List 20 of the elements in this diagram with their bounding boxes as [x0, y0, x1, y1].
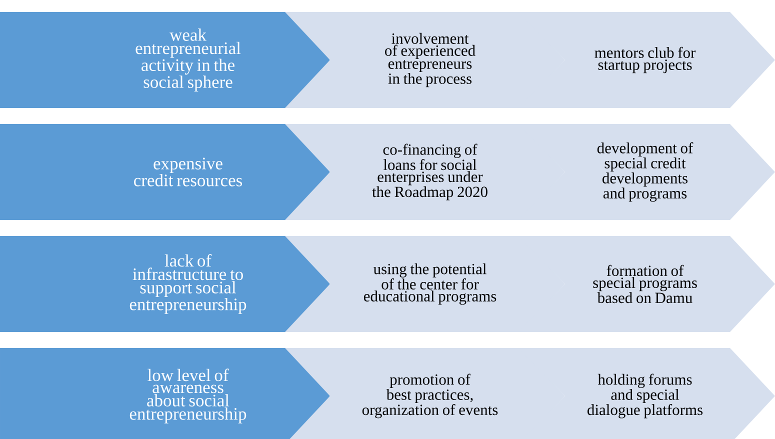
chevron-band: low level of awareness about social entrepreneurship: [0, 348, 330, 439]
node-label: co-financing of loans for social enterprises under the Roadmap 2020: [372, 144, 488, 200]
chevron-band: involvement of experienced entrepreneurs in the process: [285, 12, 565, 108]
chevron-band: formation of special programs based on Damu: [518, 236, 775, 332]
chevron-band: using the potential of the center for educational programs: [285, 236, 565, 332]
chevron-band: mentors club for startup projects: [518, 12, 775, 108]
chevron-band: lack of infrastructure to support social entrepreneurship: [0, 236, 330, 332]
node-label: promotion of best practices, organization of events: [362, 374, 498, 418]
node-label: mentors club for startup projects: [594, 46, 696, 74]
node-label: involvement of experienced entrepreneurs in the process: [385, 32, 476, 88]
chevron-band: expensive credit resources: [0, 124, 330, 220]
chevron-band: development of special credit developments and programs: [518, 124, 775, 220]
chevron-band: co-financing of loans for social enterprises under the Roadmap 2020: [285, 124, 565, 220]
chevron-band: weak entrepreneurial activity in the social sphere: [0, 12, 330, 108]
node-label: formation of special programs based on Damu: [593, 264, 697, 304]
chevron-band: promotion of best practices, organization of events: [285, 348, 565, 439]
chevron-band: holding forums and special dialogue platforms: [518, 348, 775, 439]
node-label: holding forums and special dialogue platforms: [588, 374, 703, 418]
node-label: development of special credit developments and programs: [597, 142, 694, 202]
node-label: using the potential of the center for educational programs: [364, 263, 496, 305]
